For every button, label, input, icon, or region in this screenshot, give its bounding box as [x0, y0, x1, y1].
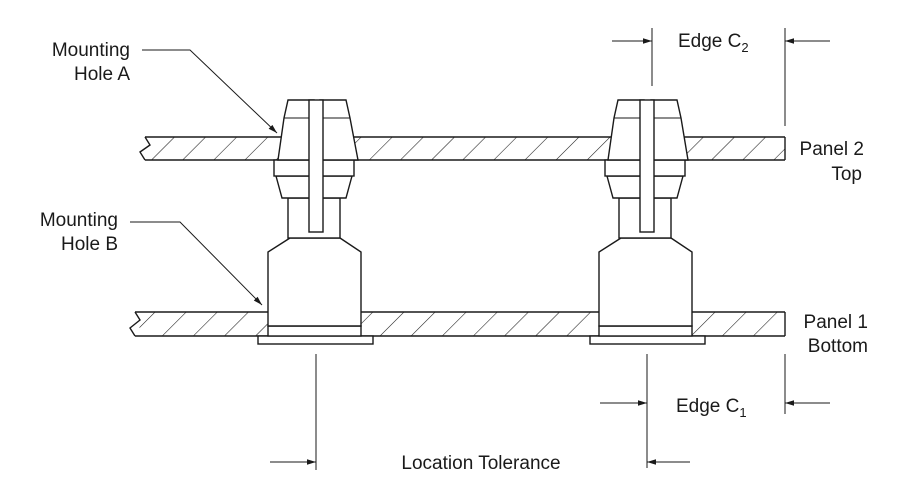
label-location-tolerance: Location Tolerance: [401, 453, 560, 474]
fastener-right: [589, 99, 706, 345]
dimension-location-tolerance: [270, 354, 690, 470]
label-panel-1-line2: Bottom: [808, 336, 868, 357]
label-panel-1-line1: Panel 1: [804, 312, 868, 333]
label-mounting-hole-a-line1: Mounting: [52, 40, 130, 61]
dimension-edge-c2: [612, 28, 830, 126]
panel-2-top: [139, 136, 786, 161]
label-panel-2-line1: Panel 2: [800, 139, 864, 160]
fastener-left: [257, 99, 374, 345]
label-mounting-hole-a-line2: Hole A: [74, 64, 130, 85]
label-edge-c1-subscript: 1: [739, 405, 746, 420]
label-mounting-hole-b-line1: Mounting: [40, 210, 118, 231]
label-panel-2-line2: Top: [831, 164, 862, 185]
label-edge-c2: Edge C2: [678, 31, 749, 55]
label-edge-c1-text: Edge C: [676, 396, 739, 417]
label-edge-c2-subscript: 2: [741, 40, 748, 55]
dimension-edge-c1: [600, 354, 830, 468]
leader-mounting-hole-a: [142, 49, 278, 134]
label-edge-c2-text: Edge C: [678, 31, 741, 52]
leader-mounting-hole-b: [130, 221, 263, 306]
label-mounting-hole-b-line2: Hole B: [61, 234, 118, 255]
label-edge-c1: Edge C1: [676, 396, 747, 420]
